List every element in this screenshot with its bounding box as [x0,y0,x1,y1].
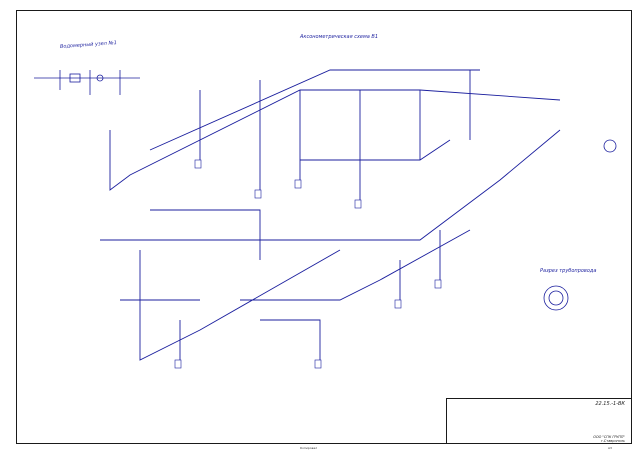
organization: ООО "СПК ГРУПП" г.Ставрополь [593,435,625,443]
pipe-network [100,69,561,361]
organization-line1: ООО "СПК ГРУПП" [593,435,625,439]
organization-line2: г.Ставрополь [601,439,625,443]
title-stamp: 22.15.-1-ВК ООО "СПК ГРУПП" г.Ставрополь [446,398,632,444]
fixture-symbols [174,159,442,369]
pipe-legend-title: Разрез трубопровода [540,268,597,274]
axonometric-title: Аксонометрическая схема В1 [300,34,379,40]
footer-format: А3 [608,446,612,450]
drawing-code: 22.15.-1-ВК [595,401,625,407]
footer-copied: Копировал [300,446,318,450]
meter-unit-schematic [34,70,140,95]
sheet-frame [16,10,632,444]
pipe-section-symbol [543,139,617,311]
